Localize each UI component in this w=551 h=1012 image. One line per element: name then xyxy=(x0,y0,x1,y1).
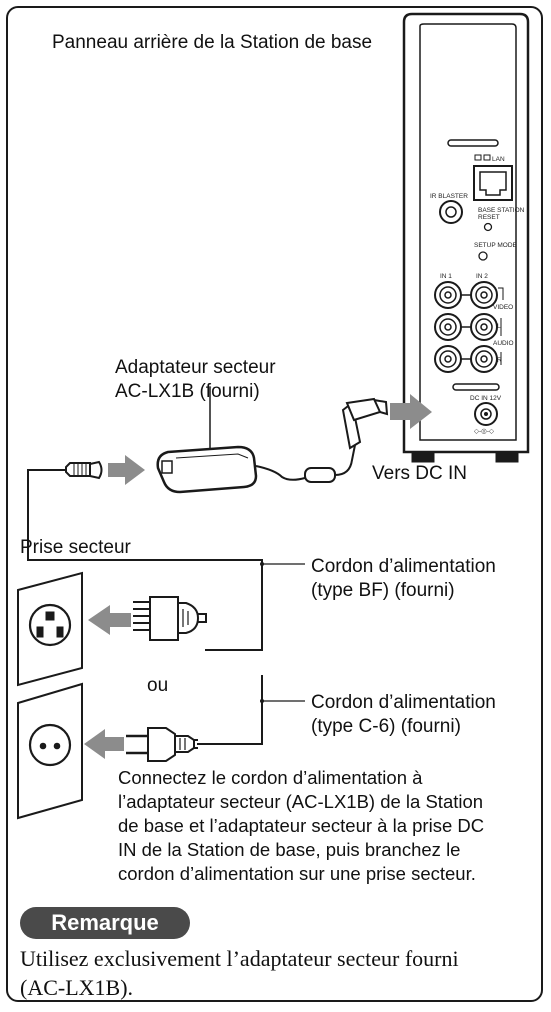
dc-in-label: Vers DC IN xyxy=(372,463,468,484)
reset-label-1: BASE STATION xyxy=(478,207,525,214)
outlet-label: Prise secteur xyxy=(20,537,131,558)
instruction-line: de base et l’adaptateur secteur à la pri… xyxy=(118,815,485,836)
or-label: ou xyxy=(147,675,169,696)
figure-frame xyxy=(6,6,543,1002)
ir-blaster-label: IR BLASTER xyxy=(430,193,468,200)
setup-mode-label: SETUP MODE xyxy=(474,242,518,249)
instructions: Connectez le cordon d’alimentation à l’a… xyxy=(118,766,538,886)
wall-outlet-bf xyxy=(17,571,83,687)
polarity-icon: ◇-◎-◇ xyxy=(474,428,495,435)
dc-in-12v-label: DC IN 12V xyxy=(470,395,502,402)
remark-badge: Remarque xyxy=(20,907,190,939)
ir-blaster-jack[interactable] xyxy=(439,200,463,224)
lan-port[interactable] xyxy=(473,165,513,201)
page-title: Panneau arrière de la Station de base xyxy=(52,32,373,53)
cord-c6-label-line2: (type C-6) (fourni) xyxy=(311,716,461,737)
in1-label: IN 1 xyxy=(440,273,452,280)
audio-r-jack-in2[interactable] xyxy=(470,345,498,373)
cord-bf-label-line1: Cordon d’alimentation xyxy=(311,556,496,577)
bf-plug xyxy=(133,596,207,641)
audio-label: AUDIO xyxy=(493,340,514,347)
instruction-line: cordon d’alimentation sur une prise sect… xyxy=(118,863,476,884)
setup-mode-button[interactable] xyxy=(478,251,488,261)
lan-label: LAN xyxy=(492,156,505,163)
cord-c6-label-line1: Cordon d’alimentation xyxy=(311,692,496,713)
in2-label: IN 2 xyxy=(476,273,488,280)
remark-line: (AC-LX1B). xyxy=(20,975,134,1000)
audio-l-label: L xyxy=(497,323,501,330)
adapter-label-line1: Adaptateur secteur xyxy=(115,357,276,378)
remark-line: Utilisez exclusivement l’adaptateur sect… xyxy=(20,946,459,971)
lan-icon xyxy=(474,154,491,161)
arrow-to-outlet-bf xyxy=(88,605,131,635)
adapter-inlet-plug xyxy=(27,460,263,651)
adapter-label-line2: AC-LX1B (fourni) xyxy=(115,381,260,402)
reset-label-2: RESET xyxy=(478,214,500,221)
video-label: VIDEO xyxy=(493,304,513,311)
arrow-to-outlet-c6 xyxy=(84,729,124,759)
reset-button[interactable] xyxy=(483,222,493,232)
arrow-to-adapter xyxy=(108,455,145,485)
dc-in-jack[interactable] xyxy=(474,402,498,426)
ac-adapter xyxy=(156,388,389,494)
remark-text: Utilisez exclusivement l’adaptateur sect… xyxy=(20,944,540,1002)
instruction-line: IN de la Station de base, puis branchez … xyxy=(118,839,461,860)
arrow-to-dc-in xyxy=(390,394,432,429)
instruction-line: Connectez le cordon d’alimentation à xyxy=(118,767,423,788)
instruction-line: l’adaptateur secteur (AC-LX1B) de la Sta… xyxy=(118,791,484,812)
wall-outlet-c6 xyxy=(17,682,83,820)
c6-plug xyxy=(126,675,263,762)
base-station-rear-panel: LAN IR BLASTER BASE STATION RESET SETUP … xyxy=(402,12,530,463)
audio-r-label: R xyxy=(497,357,502,364)
cord-bf-label-line2: (type BF) (fourni) xyxy=(311,580,455,601)
